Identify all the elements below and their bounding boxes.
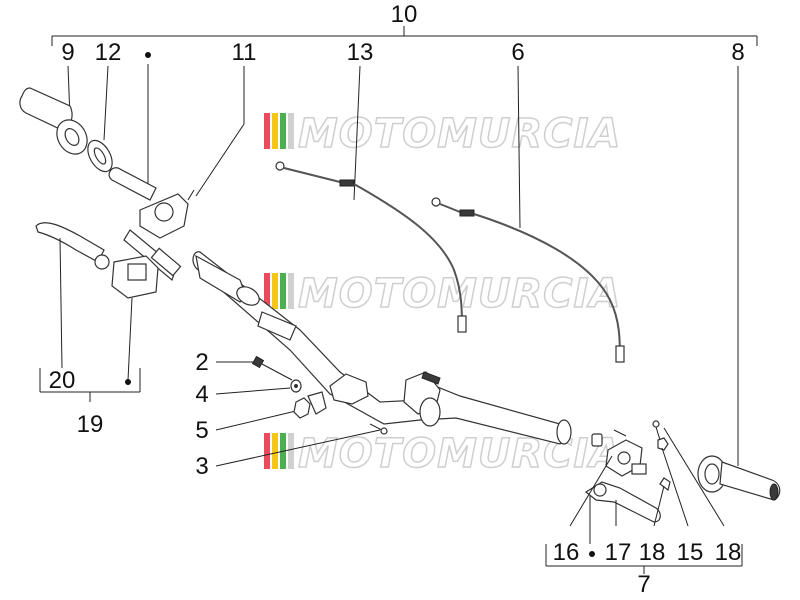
watermark-stripe-red [264, 113, 270, 149]
callout-9: 9 [61, 39, 74, 66]
callout-6: 6 [511, 39, 524, 66]
callout-12: 12 [95, 39, 122, 66]
watermark-text: MOTOMURCIA [298, 111, 621, 157]
callout-10: 10 [391, 1, 418, 28]
callout-8: 8 [731, 39, 744, 66]
callout-5: 5 [195, 417, 208, 444]
bullet-marker [589, 551, 595, 557]
watermark-stripe-yellow [272, 433, 278, 469]
watermark-stripe-green [280, 113, 286, 149]
watermark-stripe-red [264, 433, 270, 469]
throttle-housing [123, 189, 195, 282]
leader-18a [653, 485, 665, 527]
watermark-stripe-grey [288, 433, 294, 469]
watermark-stripe-grey [288, 113, 294, 149]
leader-6 [517, 65, 521, 229]
bracket-7 [545, 544, 743, 574]
left-grip [19, 87, 88, 155]
watermark-stripe-yellow [272, 273, 278, 309]
callout-15: 15 [677, 539, 704, 566]
leader-13 [353, 65, 361, 201]
washer-4 [290, 379, 302, 393]
center-clamp [329, 371, 441, 427]
callout-16: 16 [553, 539, 580, 566]
bracket-19 [39, 368, 141, 402]
screw-15 [652, 420, 660, 428]
watermark-text: MOTOMURCIA [298, 431, 621, 477]
callout-18: 18 [639, 539, 666, 566]
callout-17: 17 [605, 539, 632, 566]
bolt-2 [251, 355, 293, 381]
watermark-stripe-red [264, 273, 270, 309]
leader-12 [103, 65, 109, 141]
callout-19: 19 [77, 411, 104, 438]
watermark-middle: MOTOMURCIA [264, 270, 621, 318]
leader-4 [215, 387, 291, 395]
cable-6 [431, 197, 625, 363]
small-bolts-right [591, 420, 671, 492]
watermark-stripe-green [280, 273, 286, 309]
callout-13: 13 [347, 39, 374, 66]
callout-4: 4 [195, 381, 208, 408]
cable-13 [275, 161, 467, 333]
callout-18: 18 [715, 539, 742, 566]
bolt-16 [591, 433, 603, 447]
leader-3 [215, 429, 381, 467]
callout-2: 2 [195, 349, 208, 376]
leader-16 [569, 455, 613, 527]
leader-20 [59, 237, 63, 369]
bullet-marker [145, 52, 151, 58]
right-brake-lever [584, 481, 661, 523]
nut-18 [657, 437, 669, 451]
callout-20: 20 [49, 367, 76, 394]
leader-5 [215, 409, 301, 431]
callout-3: 3 [195, 453, 208, 480]
left-brake-lever [35, 222, 110, 270]
watermark-stripe-yellow [272, 113, 278, 149]
right-master-cylinder [605, 439, 647, 477]
grip-ring [87, 139, 113, 173]
watermark-stripe-grey [288, 273, 294, 309]
left-master-cylinder [111, 255, 159, 381]
leader-18b [663, 427, 725, 527]
right-grip [697, 455, 781, 501]
callout-7: 7 [637, 571, 650, 598]
bracket-10 [51, 26, 758, 46]
bullet-marker [125, 379, 131, 385]
watermark-top: MOTOMURCIA [264, 110, 621, 158]
callout-11: 11 [232, 39, 257, 66]
nut-5 [293, 391, 327, 419]
leader-15 [661, 447, 689, 527]
screw-3 [369, 423, 388, 435]
watermark-text: MOTOMURCIA [298, 271, 621, 317]
